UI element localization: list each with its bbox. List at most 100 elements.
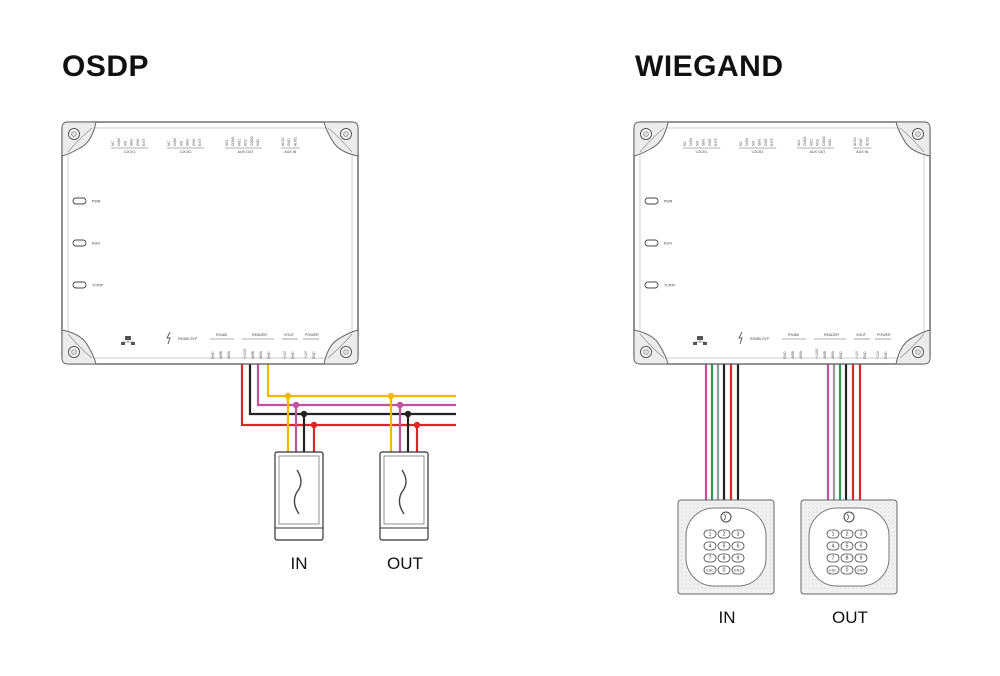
wiegand-mount-corner-1 [633, 121, 669, 157]
osdp-bottom-terminal-rs485-label: RS485 [216, 333, 227, 337]
wiegand-mount-hole-inner [643, 349, 649, 355]
wiegand-top-terminal-aux-in-pin: AUX1 [853, 137, 857, 146]
wiegand-corner-ridge [899, 127, 925, 153]
osdp-bottom-terminal-reader-label: READER [252, 333, 267, 337]
wiegand-corner-ridge [899, 333, 925, 359]
wiegand-reader-out-key: 3 [854, 529, 868, 539]
wiegand-mount-hole-inner [643, 131, 649, 137]
osdp-junction-pink-out [396, 401, 404, 409]
osdp-corner-ridge [327, 333, 353, 359]
wiegand-reader-out-key: 9 [854, 553, 868, 563]
osdp-top-terminal-lock1-pin: EXIT [142, 138, 146, 146]
osdp-led-label: TCP/IP [92, 283, 104, 287]
wiegand-top-terminal-aux-out-pin: NO2 [828, 139, 832, 146]
wiegand-reader-in-key-label: 3 [737, 532, 740, 538]
wiegand-network-icon [693, 336, 707, 345]
wiegand-bottom-terminal-vout-label: VOUT [856, 333, 867, 337]
osdp-reader-in-label: IN [290, 554, 308, 573]
wiegand-top-terminal-aux-in-pin: GND [859, 138, 863, 146]
wiegand-bottom-terminal-reader-pin: GND [839, 351, 843, 359]
wiegand-reader-out-key: 5 [840, 541, 854, 551]
osdp-mount-hole-inner [343, 131, 349, 137]
osdp-top-terminal-lock1-label: LOCK1 [124, 150, 136, 154]
osdp-wiring [240, 364, 456, 452]
wiegand-top-terminal-lock1-pin: EXIT [714, 138, 718, 146]
osdp-mount-hole-inner [71, 349, 77, 355]
osdp-bottom-terminal-reader-pin: +12VD [243, 348, 247, 359]
wiegand-top-terminal-aux-out-label: AUX OUT [810, 150, 827, 154]
wiegand-led-run [644, 239, 659, 247]
osdp-reader-in-body [274, 451, 324, 541]
osdp-top-terminal-lock2-pin: SEN [186, 138, 190, 146]
osdp-wire-red-bus [240, 364, 456, 427]
osdp-bottom-terminal-reader-pin: 485A [259, 350, 263, 359]
wiegand-reader-in-key: ESC [703, 565, 717, 575]
wiegand-led-label: RUN [664, 241, 672, 245]
wiegand-top-terminal-aux-out-pin: COM2 [822, 136, 826, 146]
osdp-board-inner-edge [67, 127, 353, 359]
osdp-led-pwr [72, 197, 87, 205]
wiegand-corner-ridge [639, 333, 665, 359]
wiegand-reader-out-key: 7 [826, 553, 840, 563]
wiegand-reader-in-key-label: 1 [709, 532, 712, 538]
osdp-top-terminal-aux-in-label: AUX IN [284, 150, 296, 154]
wiegand-led-tcpip [644, 281, 659, 289]
wiegand-board-outline [633, 121, 931, 365]
osdp-bottom-terminal-rs485-pin: 485B [219, 350, 223, 359]
osdp-led-label: RUN [92, 241, 100, 245]
osdp-bottom-terminal-rs485-pin: GND [211, 351, 215, 359]
wiegand-top-terminal-lock1-pin: SEN [702, 138, 706, 146]
osdp-top-terminal-aux-in-pin: AUX1 [281, 137, 285, 146]
wiegand-top-terminal-lock2-pin: GND [764, 138, 768, 146]
wiegand-top-terminal-lock1-pin: NO [695, 141, 699, 146]
wiegand-bottom-terminal-reader-pin: +12VD [815, 348, 819, 359]
osdp-bottom-terminal-reader-pin: GND [267, 351, 271, 359]
wiegand-led-pwr [644, 197, 659, 205]
wiegand-reader-out-key: 8 [840, 553, 854, 563]
osdp-top-terminal-aux-out-pin: COM1 [231, 136, 235, 146]
osdp-mount-corner-4 [61, 329, 97, 365]
wiegand-bottom-terminal-power-pin: GND [884, 351, 888, 359]
wiegand-reader-in-key-label: 0 [723, 568, 726, 574]
wiegand-top-terminal-lock2-pin: EXIT [770, 138, 774, 146]
wiegand-bottom-terminal-vout-pin: +12V [855, 350, 859, 359]
osdp-mount-hole-inner [71, 131, 77, 137]
wiegand-bottom-terminal-vout-pin: GND [863, 351, 867, 359]
wiegand-reader-in-key: 4 [703, 541, 717, 551]
osdp-top-terminal-aux-out-pin: COM2 [250, 136, 254, 146]
wiegand-top-terminal-lock1-label: LOCK1 [696, 150, 708, 154]
wiegand-reader-in-key: 0 [717, 565, 731, 575]
wiegand-mount-hole-inner [915, 131, 921, 137]
osdp-reader-out [379, 451, 429, 541]
wiegand-reader-in-key-label: 9 [737, 556, 740, 562]
wiegand-reader-out-key-label: 2 [846, 532, 849, 538]
wiegand-reader-in-key: 6 [731, 541, 745, 551]
osdp-junction-black-out [404, 410, 412, 418]
wiegand-bottom-terminal-power-pin: +12V [876, 350, 880, 359]
wiegand-top-terminal-aux-out-pin: NO1 [809, 139, 813, 146]
osdp-top-terminal-lock2-pin: NC [167, 141, 171, 146]
wiegand-reader-out-key-label: 6 [860, 544, 863, 550]
osdp-top-terminal-aux-in-pin: AUX2 [293, 137, 297, 146]
wiegand-mount-corner-2 [895, 121, 931, 157]
wiegand-reader-out-label: OUT [832, 608, 868, 627]
wiegand-top-terminal-aux-out-pin: NC2 [816, 139, 820, 146]
wiegand-led-label: TCP/IP [664, 283, 676, 287]
wiegand-board-inner-edge [639, 127, 925, 359]
wiegand-reader-out-key-label: ESC [829, 569, 837, 573]
wiegand-reader-in-key: 3 [731, 529, 745, 539]
osdp-top-terminal-lock2-pin: GND [192, 138, 196, 146]
wiegand-reader-in-key-label: 4 [709, 544, 712, 550]
wiegand-mount-corner-4 [633, 329, 669, 365]
wiegand-rs485-zvp-label: RS485 ZVP [750, 337, 770, 341]
